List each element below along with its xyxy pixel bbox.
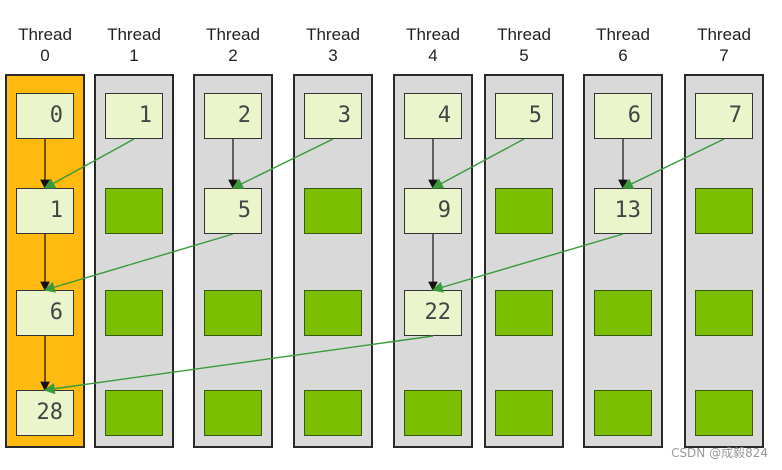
- empty-cell: [695, 188, 753, 234]
- value-cell: 5: [204, 188, 262, 234]
- watermark: CSDN @成毅824: [671, 446, 768, 460]
- thread-label-word: Thread: [107, 25, 161, 44]
- empty-cell: [695, 290, 753, 336]
- thread-label-word: Thread: [497, 25, 551, 44]
- value-cell: 1: [16, 188, 74, 234]
- thread-column-5: 5: [484, 74, 564, 448]
- thread-label-index: 2: [228, 46, 238, 65]
- value-cell: 6: [16, 290, 74, 336]
- empty-cell: [594, 290, 652, 336]
- thread-label-7: Thread 7: [679, 24, 769, 66]
- empty-cell: [495, 188, 553, 234]
- thread-label-4: Thread 4: [388, 24, 478, 66]
- thread-label-1: Thread 1: [89, 24, 179, 66]
- empty-cell: [695, 390, 753, 436]
- empty-cell: [105, 390, 163, 436]
- thread-label-6: Thread 6: [578, 24, 668, 66]
- value-cell: 1: [105, 93, 163, 139]
- value-cell: 6: [594, 93, 652, 139]
- value-cell: 13: [594, 188, 652, 234]
- value-cell: 4: [404, 93, 462, 139]
- empty-cell: [304, 390, 362, 436]
- thread-label-index: 3: [328, 46, 338, 65]
- value-cell: 2: [204, 93, 262, 139]
- empty-cell: [495, 290, 553, 336]
- thread-column-7: 7: [684, 74, 764, 448]
- thread-label-word: Thread: [596, 25, 650, 44]
- value-cell: 9: [404, 188, 462, 234]
- thread-label-word: Thread: [697, 25, 751, 44]
- empty-cell: [304, 290, 362, 336]
- thread-column-1: 1: [94, 74, 174, 448]
- empty-cell: [594, 390, 652, 436]
- thread-label-word: Thread: [206, 25, 260, 44]
- thread-label-index: 5: [519, 46, 529, 65]
- empty-cell: [204, 390, 262, 436]
- value-cell: 22: [404, 290, 462, 336]
- thread-label-word: Thread: [18, 25, 72, 44]
- thread-label-index: 6: [618, 46, 628, 65]
- thread-label-word: Thread: [306, 25, 360, 44]
- empty-cell: [105, 188, 163, 234]
- thread-label-index: 0: [40, 46, 50, 65]
- value-cell: 5: [495, 93, 553, 139]
- thread-column-3: 3: [293, 74, 373, 448]
- thread-label-0: Thread 0: [0, 24, 90, 66]
- thread-column-6: 6 13: [583, 74, 663, 448]
- value-cell: 3: [304, 93, 362, 139]
- thread-column-4: 4 9 22: [393, 74, 473, 448]
- value-cell: 0: [16, 93, 74, 139]
- thread-column-0: 0 1 6 28: [5, 74, 85, 448]
- thread-label-2: Thread 2: [188, 24, 278, 66]
- thread-label-3: Thread 3: [288, 24, 378, 66]
- thread-label-index: 4: [428, 46, 438, 65]
- empty-cell: [304, 188, 362, 234]
- empty-cell: [404, 390, 462, 436]
- thread-label-index: 1: [129, 46, 139, 65]
- thread-label-index: 7: [719, 46, 729, 65]
- thread-label-5: Thread 5: [479, 24, 569, 66]
- thread-label-word: Thread: [406, 25, 460, 44]
- empty-cell: [204, 290, 262, 336]
- value-cell: 28: [16, 390, 74, 436]
- value-cell: 7: [695, 93, 753, 139]
- empty-cell: [495, 390, 553, 436]
- empty-cell: [105, 290, 163, 336]
